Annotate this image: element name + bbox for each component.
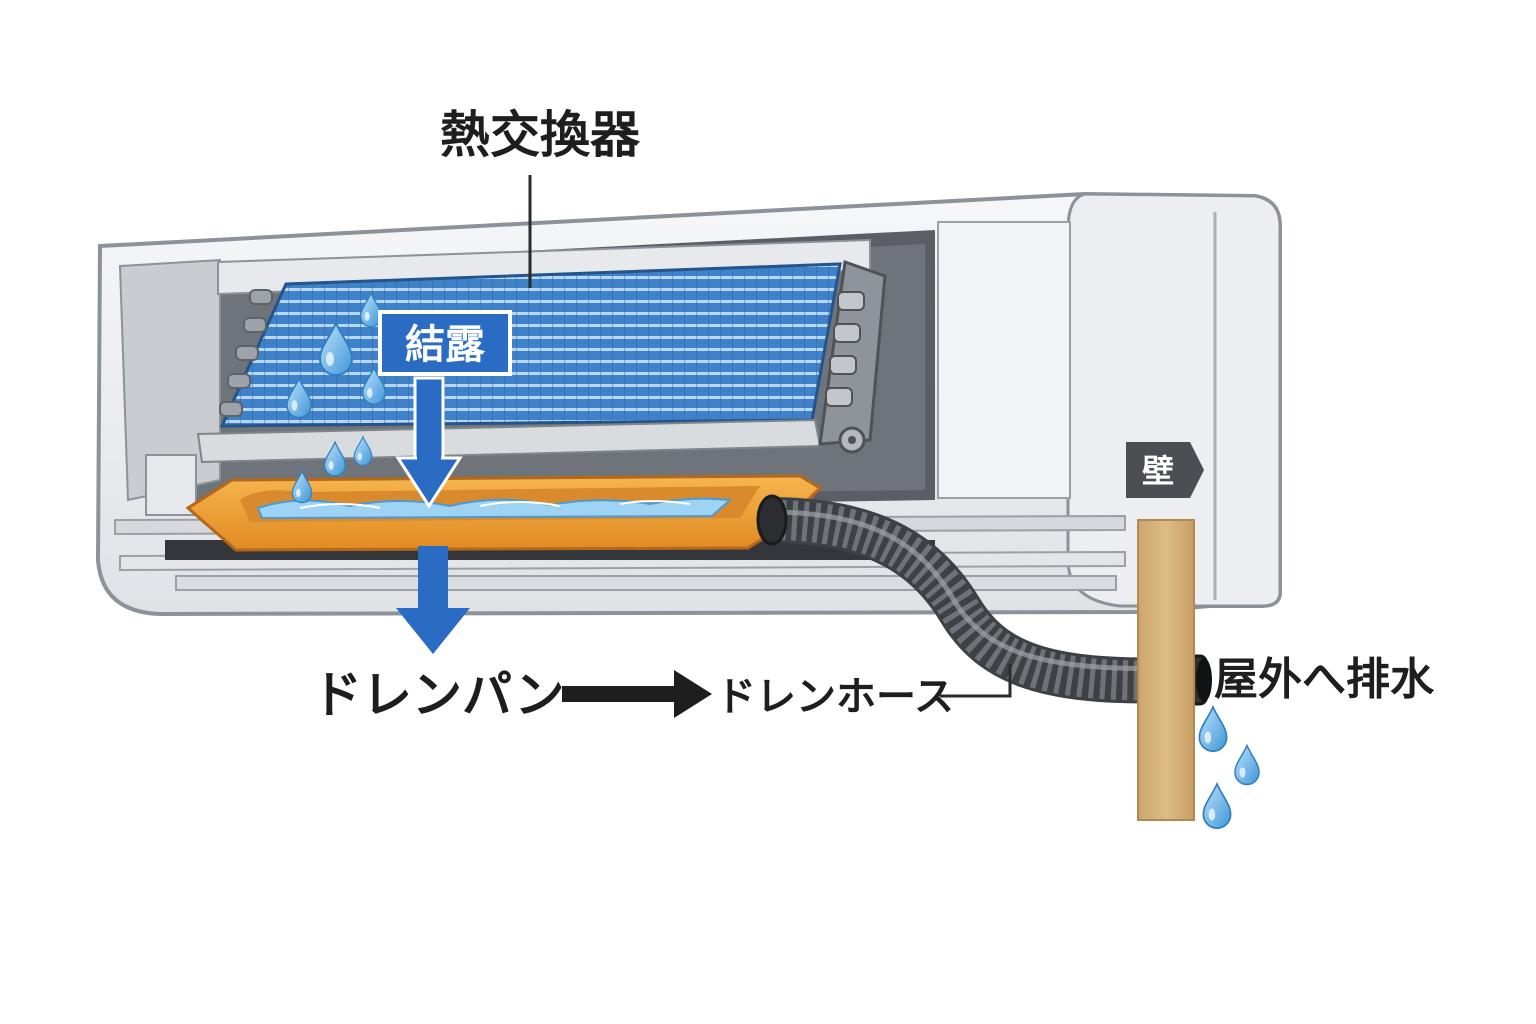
arrow-right-icon	[562, 670, 712, 718]
drain-pan-label: ドレンパン	[312, 666, 565, 724]
condensation-label-box	[378, 310, 512, 376]
heat-exchanger-label: 熱交換器	[440, 106, 641, 164]
wall: 壁	[1126, 442, 1204, 821]
heat-exchanger	[196, 259, 887, 464]
right-end-cap	[1066, 192, 1282, 608]
side-panel	[937, 221, 1071, 499]
drain-pan	[185, 474, 823, 552]
water-drop-icon	[1234, 744, 1260, 786]
condensation-callout: 結露	[378, 310, 512, 509]
drain-hose-label: ドレンホース	[716, 674, 954, 720]
arrow-down-icon	[396, 546, 470, 654]
water-drop-icon	[1198, 705, 1228, 753]
arrow-down-icon	[395, 376, 463, 509]
left-tube-bends	[219, 289, 273, 417]
drain-hose-leader	[940, 664, 1012, 698]
wall-label: 壁	[1142, 452, 1174, 490]
right-tube-bends	[825, 291, 865, 407]
wall-label-badge	[1126, 442, 1204, 498]
water-drop-icon	[1202, 782, 1232, 830]
outdoor-drain-label: 屋外へ排水	[1214, 654, 1435, 705]
condensation-label: 結露	[405, 322, 486, 368]
